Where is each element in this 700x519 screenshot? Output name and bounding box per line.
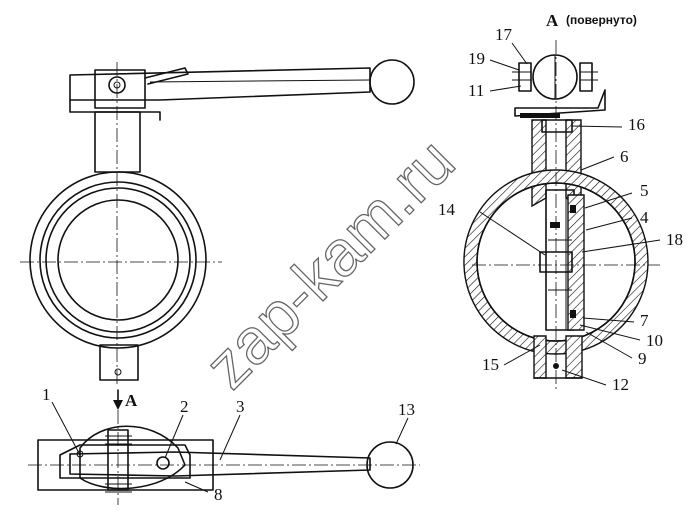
callout-12: 12 — [612, 375, 629, 394]
plan-view — [28, 410, 420, 505]
section-title-note: (повернуто) — [566, 13, 637, 27]
callout-1: 1 — [42, 385, 51, 404]
callout-3: 3 — [236, 397, 245, 416]
callout-15: 15 — [482, 355, 499, 374]
callout-17: 17 — [495, 25, 513, 44]
watermark: zap-kam.ru — [191, 125, 468, 402]
callout-4: 4 — [640, 208, 649, 227]
callout-18: 18 — [666, 230, 683, 249]
view-arrow-a: A — [113, 389, 138, 410]
callout-6: 6 — [620, 147, 629, 166]
callout-9: 9 — [638, 349, 647, 368]
front-view — [20, 59, 415, 385]
view-marker-a: A — [125, 391, 138, 410]
callout-10: 10 — [646, 331, 663, 350]
callout-11: 11 — [468, 81, 484, 100]
callout-8: 8 — [214, 485, 223, 504]
section-view-a — [463, 40, 660, 390]
section-title-letter: A — [546, 11, 559, 30]
leader-lines — [51, 42, 661, 493]
callout-13: 13 — [398, 400, 415, 419]
callout-14: 14 — [438, 200, 456, 219]
callout-2: 2 — [180, 397, 189, 416]
callout-16: 16 — [628, 115, 645, 134]
callout-7: 7 — [640, 311, 649, 330]
callouts: 1 2 3 13 8 17 19 11 16 6 5 4 18 14 7 10 … — [42, 25, 683, 504]
callout-5: 5 — [640, 181, 649, 200]
callout-19: 19 — [468, 49, 485, 68]
